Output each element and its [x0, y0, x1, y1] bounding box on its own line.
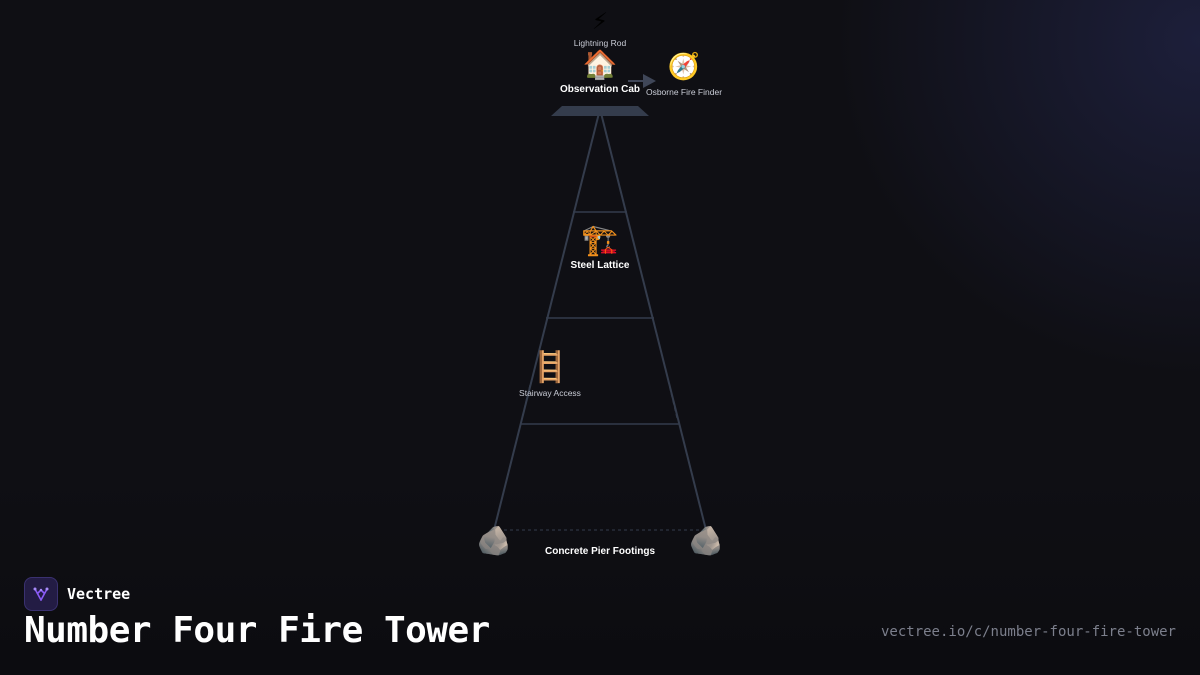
crane-icon: 🏗️: [581, 223, 618, 258]
observation-cab-label: Observation Cab: [560, 84, 640, 95]
steel-lattice-label: Steel Lattice: [571, 260, 630, 271]
lightning-rod-node: ⚡ Lightning Rod: [574, 9, 627, 48]
compass-icon: 🧭: [668, 51, 700, 82]
stairway-node: 🪜 Stairway Access: [519, 349, 581, 398]
finder-connector: [628, 74, 656, 88]
tower-left-leg: [493, 112, 600, 531]
lightning-icon: ⚡: [592, 9, 608, 35]
cab-platform: [551, 106, 649, 116]
vectree-logo-icon: [24, 577, 58, 611]
brand-name: Vectree: [67, 585, 131, 603]
ladder-icon: 🪜: [531, 349, 568, 385]
steel-lattice-node: 🏗️ Steel Lattice: [571, 223, 630, 271]
tower-right-leg: [600, 112, 707, 531]
observation-cab-node: 🏠 Observation Cab: [560, 48, 640, 95]
fire-finder-node: 🧭 Osborne Fire Finder: [646, 51, 722, 97]
page-url[interactable]: vectree.io/c/number-four-fire-tower: [880, 624, 1176, 640]
page-title: Number Four Fire Tower: [24, 610, 490, 651]
rock-icon-left: 🪨: [477, 524, 512, 557]
fire-finder-label: Osborne Fire Finder: [646, 87, 722, 97]
house-icon: 🏠: [583, 48, 618, 81]
brand: Vectree: [24, 577, 130, 611]
footings-label: Concrete Pier Footings: [545, 546, 655, 557]
tower-structure: [493, 112, 707, 531]
stair-rail-left: [521, 384, 531, 419]
stairway-label: Stairway Access: [519, 388, 581, 398]
lightning-rod-label: Lightning Rod: [574, 38, 627, 48]
footings-node: 🪨 🪨 Concrete Pier Footings: [477, 524, 724, 557]
rock-icon-right: 🪨: [689, 524, 724, 557]
